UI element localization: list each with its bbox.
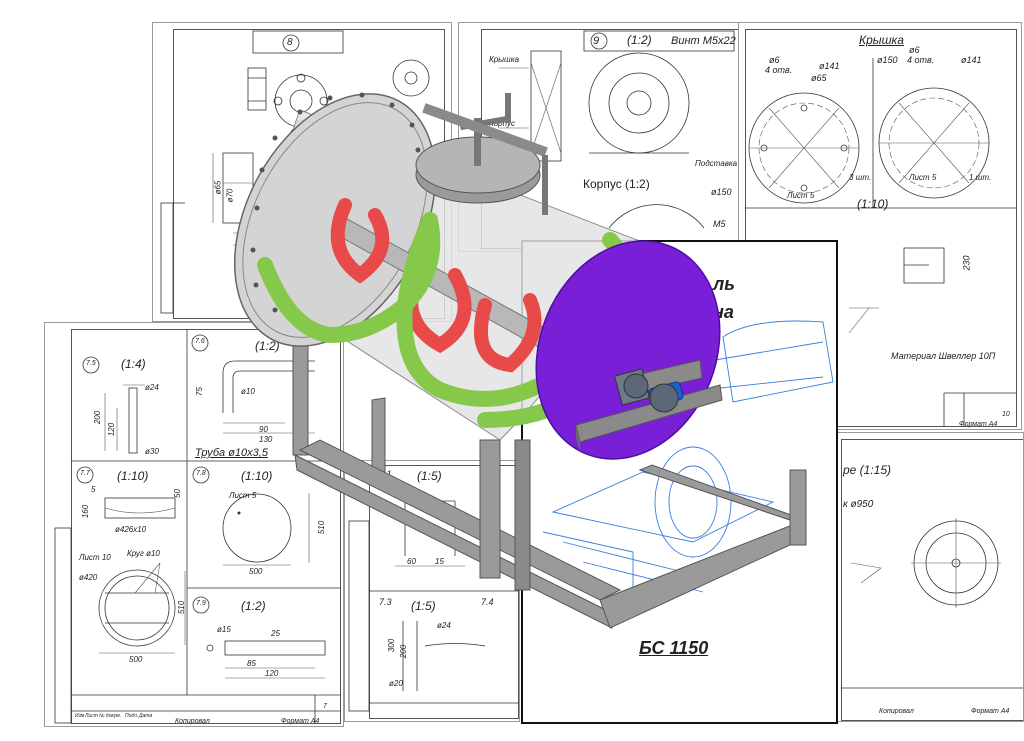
motor-assembly	[575, 359, 723, 452]
dim-label: ø65	[811, 73, 827, 83]
dim-label: ø6	[909, 45, 920, 55]
company: Копировал	[879, 708, 914, 715]
dim-label: 120	[265, 669, 279, 678]
material-note: Лист 5	[909, 173, 937, 182]
view-scale: (1:10)	[857, 197, 889, 211]
view-scale: (1:2)	[241, 599, 266, 613]
drawing-sheet-right: ре (1:15) к ø950 Копировал Формат А4	[830, 432, 1024, 722]
section-title: Корпус (1:2)	[583, 177, 650, 191]
view-number: 7.5	[86, 360, 96, 367]
dim-label: ø141	[961, 55, 982, 65]
dim-label: ø24	[437, 621, 451, 630]
dim-label: 90	[259, 425, 268, 434]
quantity: 3 шт.	[849, 173, 872, 182]
sheet-right-drawing	[841, 518, 1023, 689]
drawing-sheet-7: 7.5 (1:4) ø24 200 120 ø30 7.6 (1:2) 75 ø…	[44, 322, 344, 727]
stamp-label: Подп.	[125, 713, 139, 719]
top-lid	[415, 93, 548, 215]
title-fragment: ль	[713, 274, 735, 294]
view-scale: (1:10)	[117, 469, 149, 483]
dim-label: ø420	[79, 573, 98, 582]
view-number: 7.3	[379, 597, 392, 607]
dim-label: ø24	[145, 383, 159, 392]
dim-label: ø30	[145, 447, 159, 456]
material-note: Материал Швеллер 10П	[891, 351, 996, 361]
dim-label: ø150	[877, 55, 898, 65]
dim-label: 25	[271, 629, 280, 638]
view-title: ре (1:15)	[843, 463, 892, 477]
dim-label: M5	[713, 219, 726, 229]
dim-label: 5	[91, 485, 96, 494]
stamp-label: Дата	[139, 713, 153, 719]
sheet-10-drawing	[745, 58, 1017, 427]
dim-label: ø150	[711, 187, 732, 197]
view-scale: (1:2)	[255, 339, 280, 353]
callout-label: Лист 10	[79, 553, 111, 562]
callout-label: Круг ø10	[127, 549, 160, 558]
stamp-label: Изм	[75, 713, 85, 719]
sheet-frame	[841, 439, 1023, 721]
dim-label: 4 отв.	[907, 55, 935, 65]
sheet-9-drawing	[499, 30, 735, 229]
sheet-format: Формат А4	[971, 708, 1010, 715]
sheet-format: Формат А4	[959, 421, 998, 428]
material-note: Лист 5	[787, 191, 815, 200]
quantity: 1 шт.	[969, 173, 992, 182]
dim-label: ø6	[769, 55, 780, 65]
stamp-label: № докум.	[99, 713, 122, 719]
sheet-frame	[745, 29, 1017, 427]
view-number: 7.6	[195, 338, 205, 345]
dim-label: ø20	[389, 679, 403, 688]
dim-label: ø426x10	[115, 525, 147, 534]
dim-label: ø141	[819, 61, 840, 71]
dim-label: 85	[247, 659, 256, 668]
view-scale: (1:4)	[121, 357, 146, 371]
view-number: 8	[287, 37, 293, 48]
view-caption: Труба ø10x3,5	[195, 447, 268, 459]
view-scale: (1:10)	[241, 469, 273, 483]
dim-label: 60	[407, 557, 416, 566]
sheet-title: Крышка	[859, 33, 904, 47]
part-label: Корпус	[489, 119, 516, 128]
view-number: 7.9	[196, 600, 206, 607]
view-title: Винт M5x22	[671, 35, 736, 47]
sheet-format: Формат А4	[281, 718, 320, 725]
view-number: 7.4	[481, 597, 494, 607]
dim-label: к ø950	[843, 499, 874, 510]
view-number: 7.7	[80, 470, 90, 477]
sheet-number: 7	[323, 703, 327, 710]
material-note: Лист 5	[229, 491, 257, 500]
dim-label: 500	[249, 567, 263, 576]
part-label: Подставка	[695, 159, 738, 168]
support-frame	[292, 329, 807, 629]
drawing-name: БС 1150	[639, 638, 709, 658]
part-label: Крышка	[489, 55, 519, 64]
dim-label: ø10	[241, 387, 255, 396]
view-scale: (1:5)	[411, 599, 436, 613]
company: Копировал	[175, 718, 210, 725]
sheet-frame	[369, 465, 519, 719]
dim-label: 15	[435, 557, 444, 566]
stamp-label: Лист	[85, 713, 98, 719]
sheet-number: 10	[1002, 411, 1010, 418]
sheet-frame	[71, 329, 341, 724]
dim-label: 500	[129, 655, 143, 664]
view-scale: (1:5)	[417, 469, 442, 483]
view-number: 9	[593, 35, 600, 47]
dim-label: 130	[259, 435, 273, 444]
dim-label: ø15	[217, 625, 231, 634]
view-number: 7.8	[196, 470, 206, 477]
dim-label: 4 отв.	[765, 65, 793, 75]
view-scale: (1:2)	[627, 33, 652, 47]
